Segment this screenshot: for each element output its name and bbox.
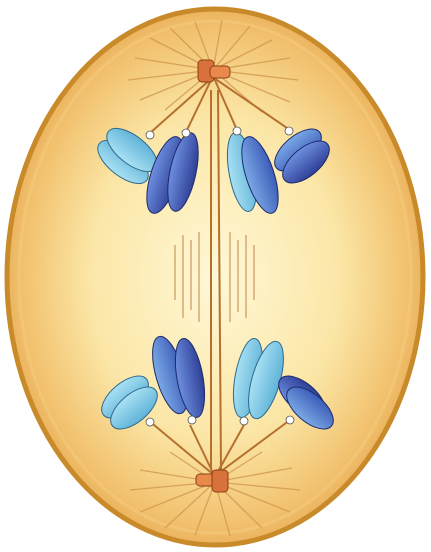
cell-membrane xyxy=(7,9,423,545)
